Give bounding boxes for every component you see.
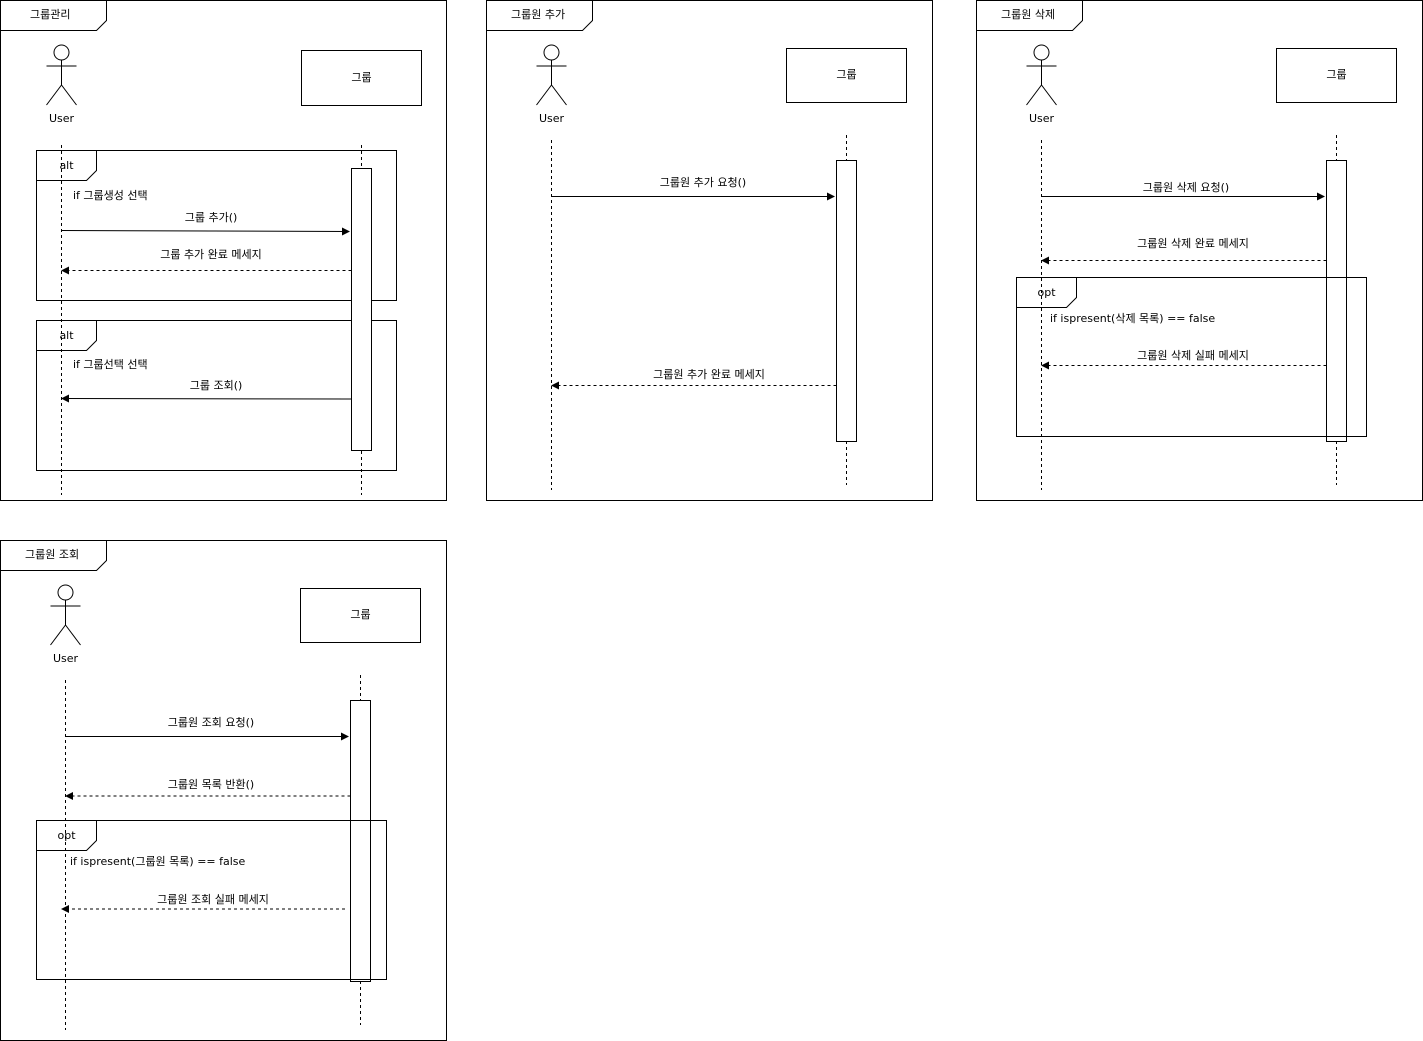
sequence-frame-group-management: 그룹관리 User 그룹 alt if 그룹생성 선택 [0, 0, 447, 501]
message-label: 그룹원 추가 완료 메세지 [653, 368, 765, 381]
frame-title-tab [0, 540, 107, 571]
frame-title: 그룹관리 [30, 8, 70, 21]
message-return-member-list: 그룹원 목록 반환() [65, 778, 351, 800]
actor-label: User [539, 112, 565, 125]
message-label: 그룹원 삭제 완료 메세지 [1137, 237, 1249, 250]
sequence-frame-add-member: 그룹원 추가 User 그룹 그룹원 추가 요청() 그룹원 추가 완료 메세지 [486, 0, 933, 501]
message-arrow [61, 227, 350, 236]
fragment-tab [36, 820, 97, 851]
participant-label: 그룹 [351, 71, 371, 84]
message-delete-member-done: 그룹원 삭제 완료 메세지 [1041, 237, 1327, 265]
sequence-frame-delete-member: 그룹원 삭제 User 그룹 opt if ispresent(삭제 목록) =… [976, 0, 1423, 501]
fragment-kind: alt [59, 329, 74, 342]
fragment-kind: opt [1037, 286, 1056, 299]
participant-label: 그룹 [836, 68, 856, 81]
participant-group: 그룹 [300, 588, 421, 643]
participant-group: 그룹 [1276, 48, 1397, 103]
fragment-guard: if 그룹생성 선택 [73, 189, 148, 202]
message-label: 그룹 추가 완료 메세지 [160, 248, 262, 261]
fragment-tab [1016, 277, 1077, 308]
actor-user: User [46, 44, 77, 125]
participant-group: 그룹 [301, 50, 422, 106]
activation-bar [1326, 160, 1347, 442]
message-label: 그룹원 목록 반환() [168, 778, 254, 791]
message-label: 그룹 추가() [185, 211, 238, 224]
message-label: 그룹원 조회 실패 메세지 [157, 893, 269, 906]
message-label: 그룹 조회() [190, 379, 243, 392]
actor-label: User [53, 652, 79, 665]
actor-label: User [1029, 112, 1055, 125]
message-query-member-request: 그룹원 조회 요청() [65, 716, 349, 741]
stick-figure-icon [50, 584, 81, 646]
frame-title-tab [486, 0, 593, 31]
fragment-border [36, 320, 397, 471]
fragment-border [36, 150, 397, 301]
fragment-guard: if ispresent(그룹원 목록) == false [70, 855, 246, 868]
frame-title-tab [976, 0, 1083, 31]
message-label: 그룹원 추가 요청() [660, 176, 746, 189]
fragment-border [1016, 277, 1367, 437]
participant-box [786, 48, 907, 103]
participant-group: 그룹 [786, 48, 907, 103]
participant-box [301, 50, 422, 106]
actor-user: User [536, 44, 567, 125]
activation-bar [350, 700, 371, 982]
frame-title: 그룹원 삭제 [1001, 8, 1055, 21]
activation-bar [836, 160, 857, 442]
message-delete-member-fail: 그룹원 삭제 실패 메세지 [1041, 349, 1327, 370]
participant-label: 그룹 [350, 608, 370, 621]
message-arrow [61, 394, 352, 403]
actor-user: User [1026, 44, 1057, 125]
frame-title: 그룹원 추가 [511, 8, 565, 21]
stick-figure-icon [536, 44, 567, 106]
fragment-guard: if 그룹선택 선택 [73, 358, 148, 371]
message-delete-member-request: 그룹원 삭제 요청() [1041, 181, 1325, 201]
activation-bar [351, 168, 372, 451]
message-label: 그룹원 조회 요청() [168, 716, 254, 729]
sequence-frame-query-member: 그룹원 조회 User 그룹 opt if ispresent(그룹원 목록) … [0, 540, 447, 1041]
fragment-kind: opt [57, 829, 76, 842]
message-add-group: 그룹 추가() [61, 211, 350, 236]
participant-box [300, 588, 421, 643]
actor-label: User [49, 112, 75, 125]
participant-label: 그룹 [1326, 68, 1346, 81]
fragment-border [36, 820, 387, 980]
actor-user: User [50, 584, 81, 665]
fragment-alt-select: alt if 그룹선택 선택 [36, 320, 397, 471]
message-label: 그룹원 삭제 실패 메세지 [1137, 349, 1249, 362]
fragment-opt: opt if ispresent(삭제 목록) == false [1016, 277, 1367, 437]
fragment-opt: opt if ispresent(그룹원 목록) == false [36, 820, 387, 980]
frame-title: 그룹원 조회 [25, 548, 79, 561]
frame-border [0, 0, 447, 501]
stick-figure-icon [1026, 44, 1057, 106]
frame-title-tab [0, 0, 107, 31]
message-query-group: 그룹 조회() [61, 379, 352, 403]
message-add-group-done: 그룹 추가 완료 메세지 [61, 248, 352, 275]
fragment-tab [36, 320, 97, 351]
message-label: 그룹원 삭제 요청() [1143, 181, 1229, 194]
fragment-tab [36, 150, 97, 181]
message-add-member-done: 그룹원 추가 완료 메세지 [551, 368, 837, 390]
stick-figure-icon [46, 44, 77, 106]
message-query-member-fail: 그룹원 조회 실패 메세지 [61, 893, 345, 913]
fragment-kind: alt [59, 159, 74, 172]
fragment-alt-create: alt if 그룹생성 선택 [36, 150, 397, 301]
participant-box [1276, 48, 1397, 103]
fragment-guard: if ispresent(삭제 목록) == false [1050, 312, 1215, 325]
message-add-member-request: 그룹원 추가 요청() [551, 176, 835, 201]
frame-border [486, 0, 933, 501]
